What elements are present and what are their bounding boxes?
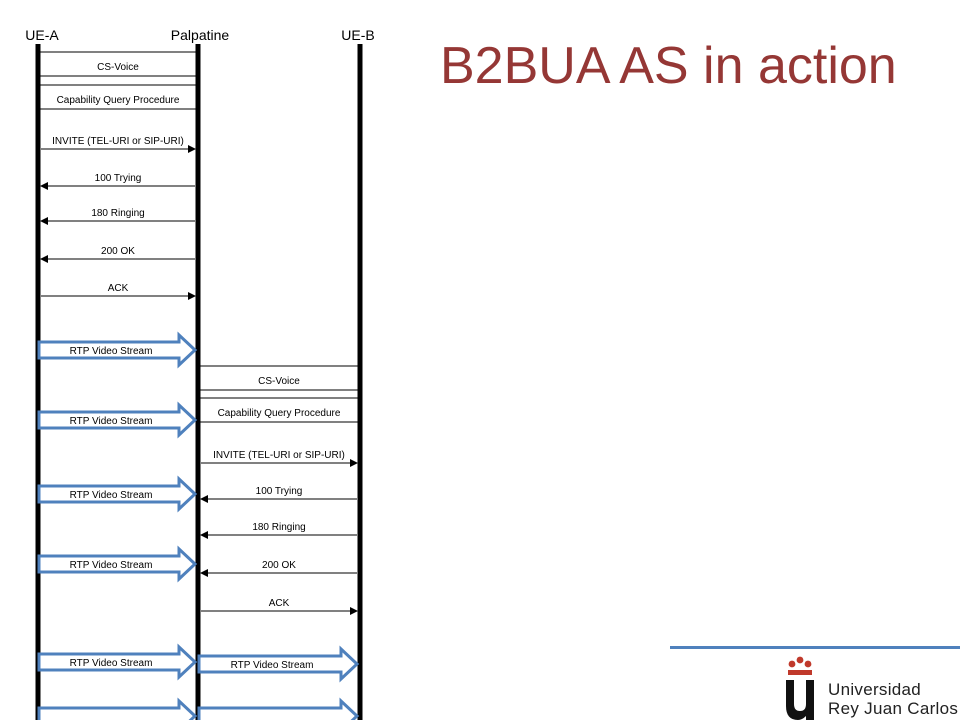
message-arrow: 180 Ringing — [40, 208, 195, 225]
message-label: 180 Ringing — [91, 208, 144, 219]
message-box: CS-Voice — [198, 365, 360, 391]
message-arrow: INVITE (TEL-URI or SIP-URI) — [41, 136, 196, 153]
message-stream: RTP Video Stream — [37, 475, 198, 513]
message-arrow: 200 OK — [40, 246, 195, 263]
stream-arrow — [37, 643, 198, 681]
message-label: 180 Ringing — [252, 522, 305, 533]
university-logo: Universidad Rey Juan Carlos — [780, 654, 960, 720]
message-arrow: 200 OK — [200, 560, 357, 577]
message-arrow: 180 Ringing — [200, 522, 357, 539]
message-arrow: INVITE (TEL-URI or SIP-URI) — [201, 450, 358, 467]
stream-label: RTP Video Stream — [70, 490, 153, 501]
stream-arrow — [197, 697, 360, 720]
slide-title: B2BUA AS in action — [440, 37, 897, 95]
message-stream — [37, 697, 198, 720]
message-label: ACK — [269, 598, 290, 609]
logo-text-line1: Universidad — [828, 680, 922, 699]
stream-arrow — [37, 545, 198, 583]
message-stream: RTP Video Stream — [37, 643, 198, 681]
message-arrow: ACK — [41, 283, 196, 300]
message-box: Capability Query Procedure — [198, 397, 360, 423]
message-label: ACK — [108, 283, 129, 294]
message-box: CS-Voice — [38, 51, 198, 77]
stream-arrow — [37, 475, 198, 513]
message-label: INVITE (TEL-URI or SIP-URI) — [52, 136, 184, 147]
lifeline-label: UE-A — [25, 27, 59, 43]
message-box: Capability Query Procedure — [38, 84, 198, 110]
stream-label: RTP Video Stream — [70, 560, 153, 571]
message-label: Capability Query Procedure — [57, 95, 180, 106]
stream-label: RTP Video Stream — [70, 346, 153, 357]
message-label: 200 OK — [262, 560, 296, 571]
message-label: 100 Trying — [95, 173, 142, 184]
message-label: 200 OK — [101, 246, 135, 257]
message-label: 100 Trying — [256, 486, 303, 497]
stream-label: RTP Video Stream — [70, 658, 153, 669]
lifeline-label: Palpatine — [171, 27, 230, 43]
message-arrow: 100 Trying — [200, 486, 357, 503]
stream-arrow — [37, 401, 198, 439]
message-arrow: 100 Trying — [40, 173, 195, 190]
message-stream: RTP Video Stream — [37, 401, 198, 439]
logo-rule — [670, 646, 960, 649]
logo-text-line2: Rey Juan Carlos — [828, 699, 959, 718]
stream-arrow — [37, 697, 198, 720]
stream-arrow — [197, 645, 360, 683]
message-stream: RTP Video Stream — [37, 331, 198, 369]
message-arrow: ACK — [201, 598, 358, 615]
stream-label: RTP Video Stream — [70, 416, 153, 427]
message-label: Capability Query Procedure — [218, 408, 341, 419]
university-logo-icon — [786, 656, 814, 720]
message-stream — [197, 697, 360, 720]
message-label: INVITE (TEL-URI or SIP-URI) — [213, 450, 345, 461]
message-stream: RTP Video Stream — [197, 645, 360, 683]
lifeline-label: UE-B — [341, 27, 374, 43]
stream-label: RTP Video Stream — [231, 660, 314, 671]
message-label: CS-Voice — [258, 376, 300, 387]
message-stream: RTP Video Stream — [37, 545, 198, 583]
message-label: CS-Voice — [97, 62, 139, 73]
stream-arrow — [37, 331, 198, 369]
